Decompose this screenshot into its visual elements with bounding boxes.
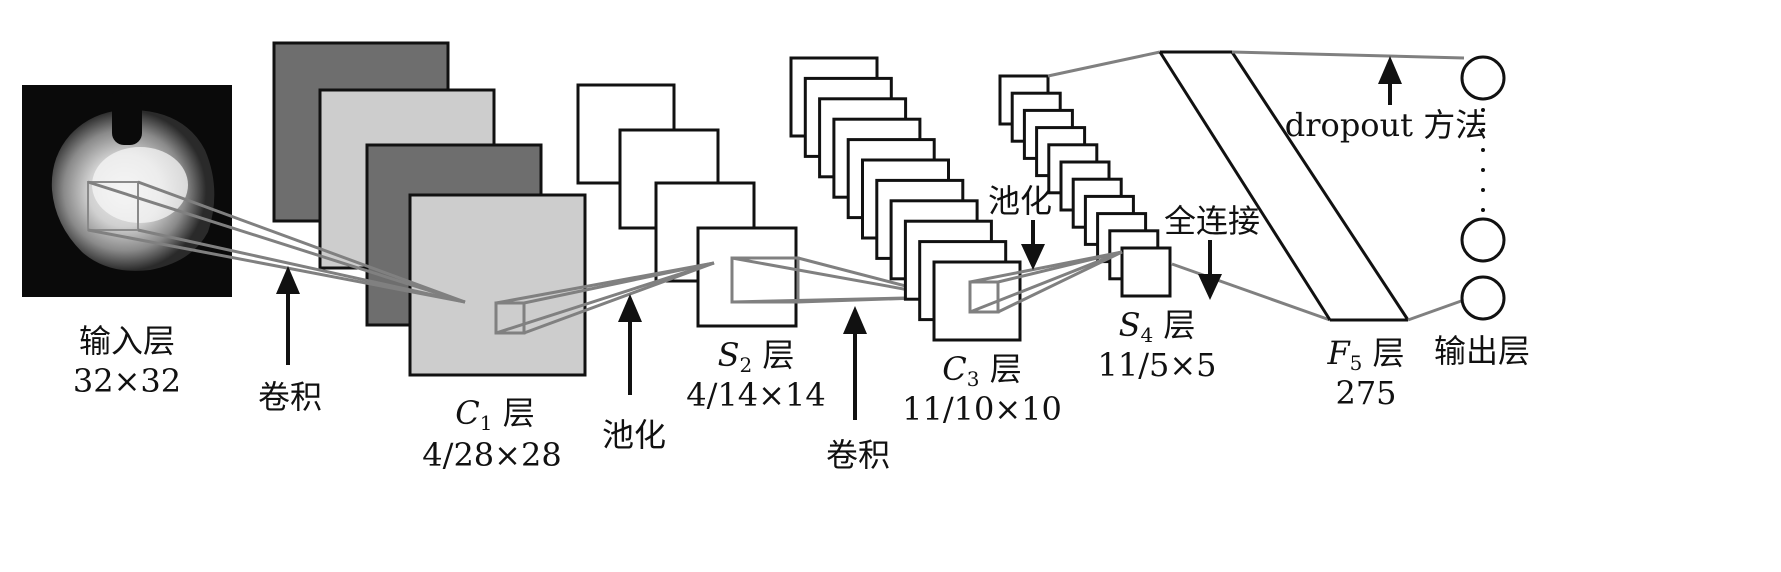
- f5-layer-dims: 275: [1335, 374, 1396, 412]
- f5-layer-title: F5 层: [1326, 334, 1404, 375]
- output-ellipsis-dots: [1481, 108, 1485, 212]
- op-label-pool-1: 池化: [602, 416, 666, 454]
- arrow-full-connect: [1198, 240, 1222, 300]
- output-layer-name: 输出层: [1434, 332, 1530, 370]
- c1-layer-dims: 4/28×28: [422, 436, 561, 474]
- c3-layer-title: C3 层: [942, 350, 1021, 391]
- receptive-field-input-c1: [87, 180, 466, 304]
- output-neuron-middle: [1460, 217, 1506, 263]
- s4-layer-dims: 11/5×5: [1097, 346, 1216, 384]
- arrow-conv-1: [276, 266, 300, 365]
- op-label-dropout: dropout 方法: [1285, 106, 1487, 144]
- c3-feature-maps: [789, 56, 1022, 342]
- c1-feature-maps: [272, 41, 587, 377]
- input-layer-size: 32×32: [73, 362, 181, 400]
- op-label-conv-2: 卷积: [826, 436, 890, 474]
- c1-layer-title: C1 层: [455, 394, 534, 435]
- receptive-field-c3-s4: [968, 250, 1123, 314]
- s4-feature-maps: [998, 74, 1172, 298]
- op-label-full-connect: 全连接: [1164, 202, 1260, 240]
- arrow-conv-2: [843, 306, 867, 420]
- input-layer-name: 输入层: [79, 322, 175, 360]
- op-label-conv-1: 卷积: [258, 378, 322, 416]
- s2-layer-title: S2 层: [718, 336, 795, 377]
- input-image: [22, 85, 232, 297]
- s2-layer-dims: 4/14×14: [686, 376, 825, 414]
- output-neuron-bottom: [1460, 275, 1506, 321]
- s2-feature-maps: [576, 83, 798, 328]
- c3-layer-dims: 11/10×10: [902, 390, 1062, 428]
- arrow-pool-2: [1021, 220, 1045, 270]
- s4-map-11: [1120, 246, 1172, 298]
- output-neurons: [1460, 55, 1506, 321]
- op-label-pool-2: 池化: [988, 182, 1052, 220]
- f5-layer-shape: [1047, 50, 1465, 322]
- arrow-dropout: [1378, 56, 1402, 105]
- receptive-field-c1-s2: [494, 261, 715, 335]
- arrow-pool-1: [618, 294, 642, 395]
- output-neuron-top: [1460, 55, 1506, 101]
- s4-layer-title: S4 层: [1119, 306, 1196, 347]
